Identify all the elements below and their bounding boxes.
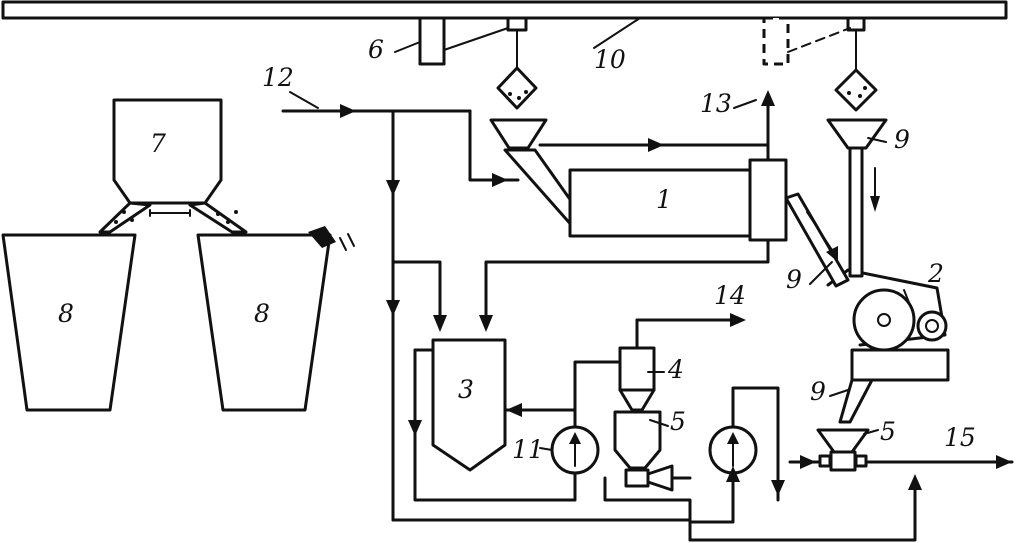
label-rail: 10 bbox=[594, 45, 626, 74]
label-crane-grab: 6 bbox=[368, 35, 384, 64]
label-feeder-lower: 5 bbox=[670, 407, 686, 436]
label-wagon-left: 8 bbox=[58, 299, 74, 328]
label-hopper: 7 bbox=[150, 129, 166, 158]
furnace-1 bbox=[489, 118, 788, 242]
feeder-5-right bbox=[816, 428, 870, 472]
label-gas-outlet: 13 bbox=[700, 89, 732, 118]
bunker-3 bbox=[431, 338, 507, 472]
label-chute-lower: 9 bbox=[810, 377, 826, 406]
label-bunker: 3 bbox=[458, 375, 474, 404]
label-hopper-right: 9 bbox=[894, 125, 910, 154]
label-wagon-right: 8 bbox=[254, 299, 270, 328]
mill-2 bbox=[826, 268, 950, 424]
label-chute: 9 bbox=[786, 265, 802, 294]
overhead-rail bbox=[1, 0, 1008, 49]
label-air-inlet: 12 bbox=[262, 63, 294, 92]
feeder-5-lower bbox=[613, 410, 674, 492]
cyclone-4 bbox=[618, 318, 656, 412]
wagon-left bbox=[1, 233, 137, 412]
label-cyclone: 4 bbox=[667, 355, 684, 384]
label-fan: 11 bbox=[512, 435, 544, 464]
hopper-7 bbox=[98, 98, 248, 234]
label-mill: 2 bbox=[927, 259, 944, 288]
flow-lines bbox=[281, 90, 1014, 542]
label-feeder-right: 5 bbox=[880, 417, 896, 446]
fan-11 bbox=[550, 425, 600, 475]
crane-grab-left bbox=[394, 16, 538, 110]
labels: 1 2 3 4 5 5 6 7 8 8 9 9 9 10 11 12 13 14… bbox=[58, 35, 976, 464]
label-furnace: 1 bbox=[656, 185, 672, 214]
label-exhaust: 14 bbox=[714, 281, 746, 310]
crane-grab-right bbox=[762, 16, 878, 112]
wagon-right bbox=[196, 226, 355, 412]
right-hopper-9 bbox=[784, 118, 888, 288]
label-product-outlet: 15 bbox=[944, 423, 976, 452]
